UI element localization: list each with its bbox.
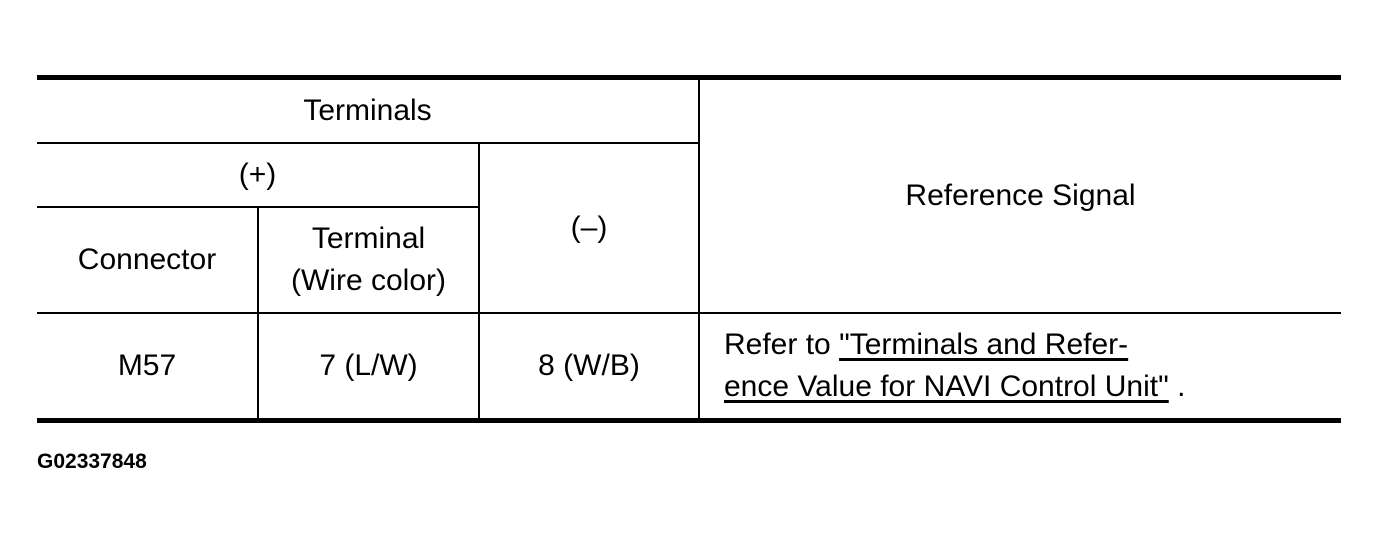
reference-link[interactable]: "Terminals and Refer-ence Value for NAVI… [724,328,1169,403]
reference-link-line2: ence Value for NAVI Control Unit" [724,370,1169,403]
connector-header: Connector [37,206,259,314]
minus-header: (–) [478,142,699,314]
reference-prefix: Refer to [724,328,840,361]
minus-cell: 8 (W/B) [478,312,700,423]
reference-signal-header: Reference Signal [698,75,1341,314]
terminal-cell: 7 (L/W) [257,312,480,423]
table-row: M57 7 (L/W) 8 (W/B) Refer to "Terminals … [37,312,1341,423]
terminal-header-line1: Terminal [311,222,426,255]
header-row-columns: Connector Terminal (Wire color) [37,206,1341,314]
figure-id: G02337848 [37,450,147,473]
terminals-header: Terminals [37,75,700,144]
reference-suffix: . [1168,370,1186,403]
terminal-header-line2: (Wire color) [291,264,446,297]
plus-header: (+) [37,142,480,208]
terminal-reference-table: Terminals Reference Signal (+) (–) Conne… [37,75,1341,423]
header-row-terminals: Terminals Reference Signal [37,75,1341,314]
connector-cell: M57 [37,312,259,423]
reference-link-line1: "Terminals and Refer- [839,328,1129,361]
header-row-polarity: (+) (–) [37,142,1341,314]
terminal-header: Terminal (Wire color) [257,206,479,314]
reference-description-cell: Refer to "Terminals and Refer-ence Value… [698,312,1341,423]
